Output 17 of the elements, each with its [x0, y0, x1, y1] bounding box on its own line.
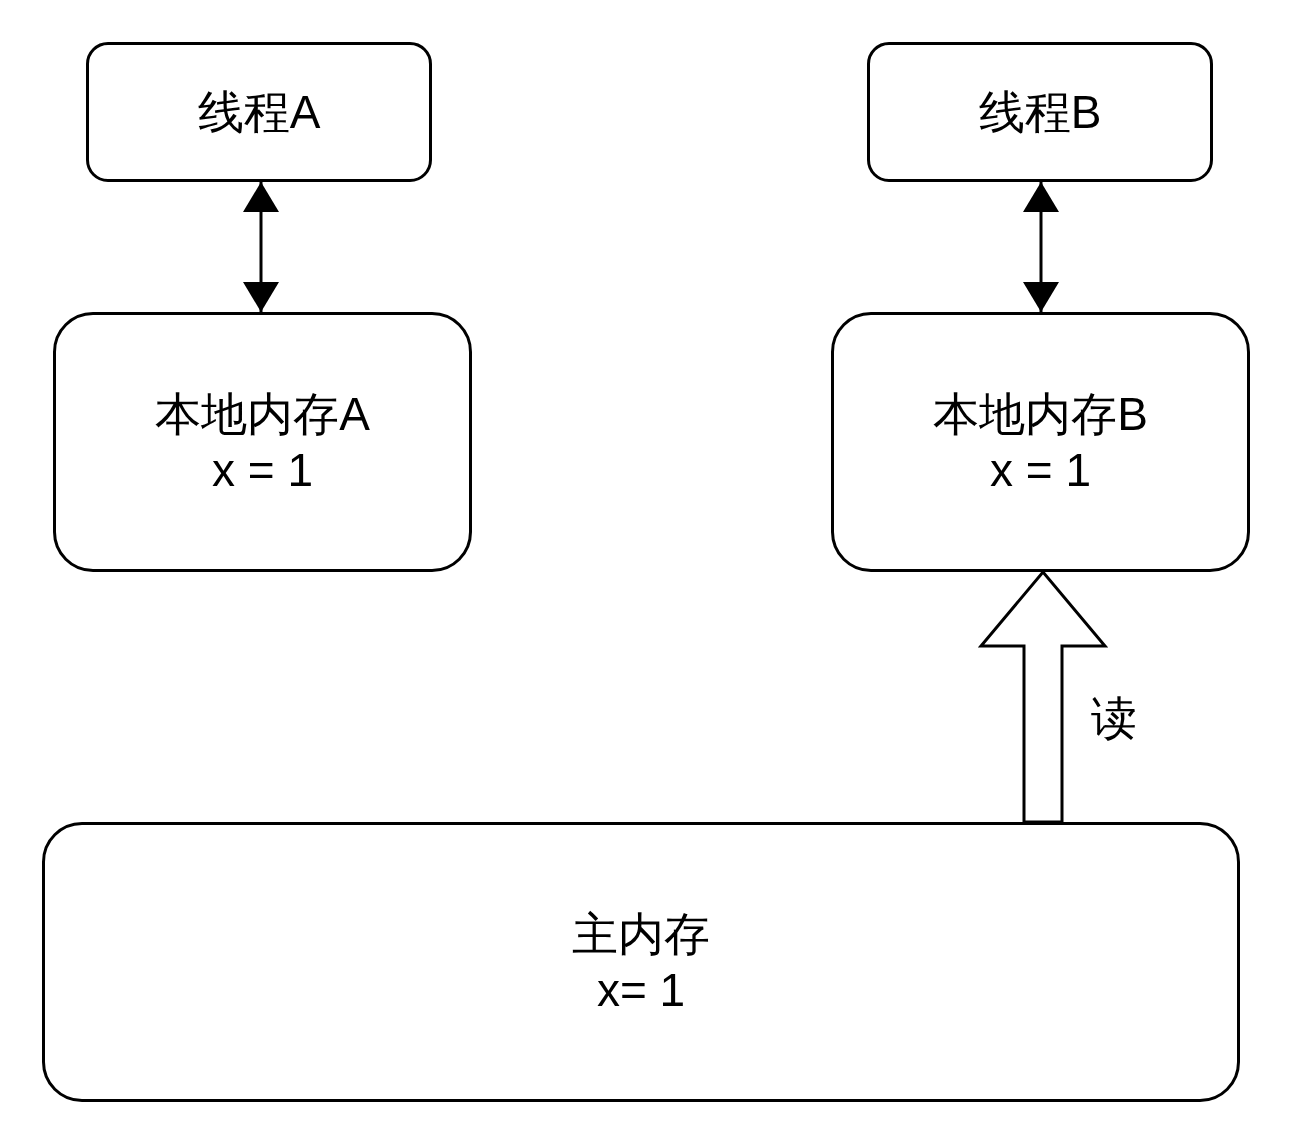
box-label: 线程A: [197, 85, 321, 140]
double-headed-arrow: [243, 182, 279, 312]
local-memory-box: [831, 312, 1250, 572]
thread-box: [867, 42, 1213, 182]
box-label: 主内存: [572, 907, 710, 962]
main-memory-box: [42, 822, 1240, 1102]
box-label: 线程B: [978, 85, 1102, 140]
block-arrow: [977, 569, 1109, 824]
local-memory-box: [53, 312, 472, 572]
box-label: 本地内存B: [933, 387, 1148, 442]
thread-box: [86, 42, 432, 182]
box-label: 本地内存A: [155, 387, 370, 442]
variable-value: x= 1: [596, 963, 686, 1018]
double-headed-arrow: [1023, 182, 1059, 312]
variable-value: x = 1: [990, 443, 1091, 498]
edge-label: 读: [1091, 691, 1137, 746]
variable-value: x = 1: [212, 443, 313, 498]
